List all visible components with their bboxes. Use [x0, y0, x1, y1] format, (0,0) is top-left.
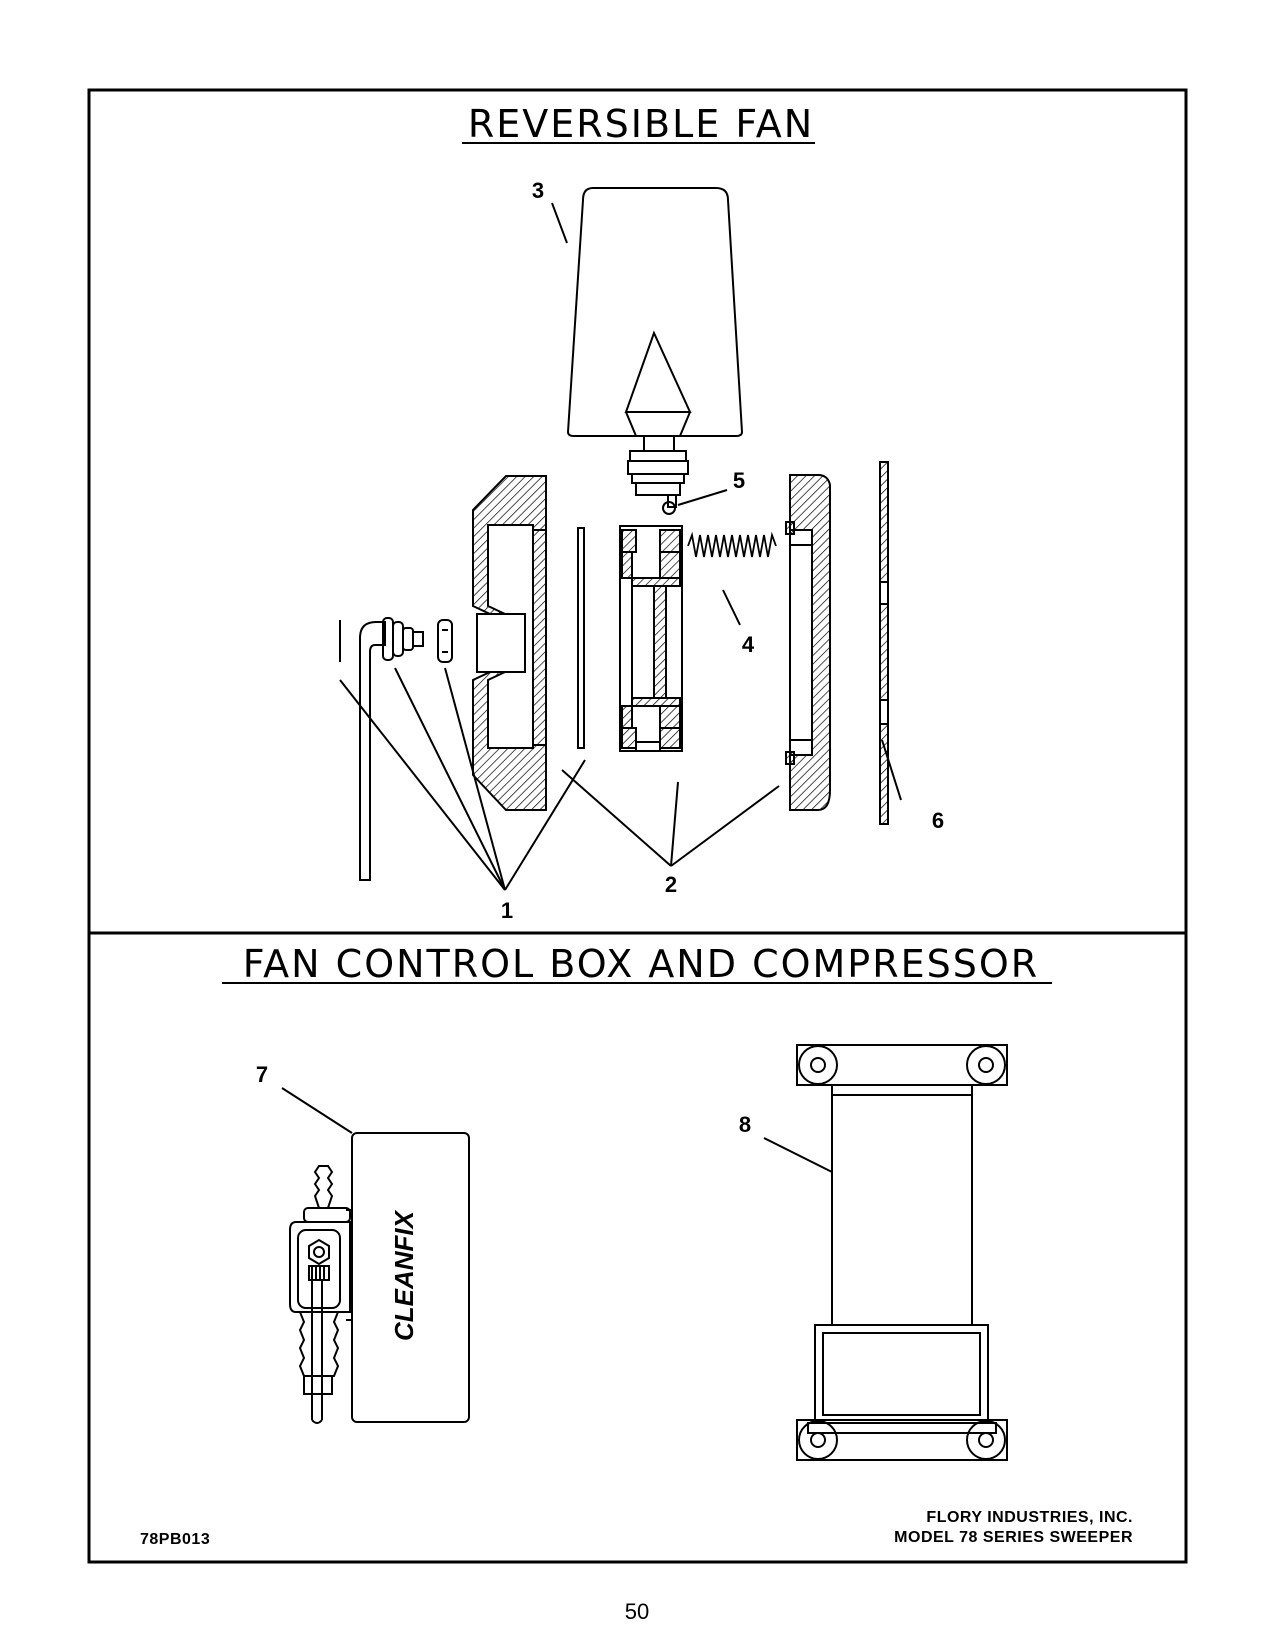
solenoid-valve — [289, 1165, 351, 1424]
callout-6: 6 — [932, 808, 944, 833]
fan-control-box — [346, 1132, 470, 1423]
model-name: MODEL 78 SERIES SWEEPER — [894, 1529, 1133, 1546]
back-plate — [879, 461, 889, 825]
gasket — [577, 527, 585, 749]
callout-8: 8 — [739, 1112, 751, 1137]
leader-lines-bottom — [281, 1087, 833, 1173]
callout-2: 2 — [665, 872, 677, 897]
fan-housing-left — [472, 475, 547, 811]
section-title-reversible-fan: REVERSIBLE FAN — [468, 102, 814, 146]
compressor — [796, 1044, 1008, 1461]
callout-5: 5 — [733, 468, 745, 493]
callout-7: 7 — [256, 1062, 268, 1087]
company-name: FLORY INDUSTRIES, INC. — [926, 1509, 1133, 1526]
fan-housing-right — [785, 474, 831, 811]
section-title-fan-control-box: FAN CONTROL BOX AND COMPRESSOR — [243, 942, 1039, 986]
leader-lines — [339, 202, 902, 891]
drawing-frame — [87, 88, 1188, 1564]
page-number: 50 — [625, 1599, 649, 1624]
drawing-id: 78PB013 — [140, 1531, 210, 1548]
cleanfix-brand: CLEANFIX — [389, 1209, 419, 1341]
callout-1: 1 — [501, 898, 513, 923]
callout-4: 4 — [742, 632, 755, 657]
elbow-fitting — [339, 617, 453, 881]
fan-hub-section — [619, 525, 683, 752]
fan-blade — [566, 187, 744, 508]
spring — [687, 531, 777, 558]
o-ring — [662, 501, 676, 515]
callout-3: 3 — [532, 178, 544, 203]
